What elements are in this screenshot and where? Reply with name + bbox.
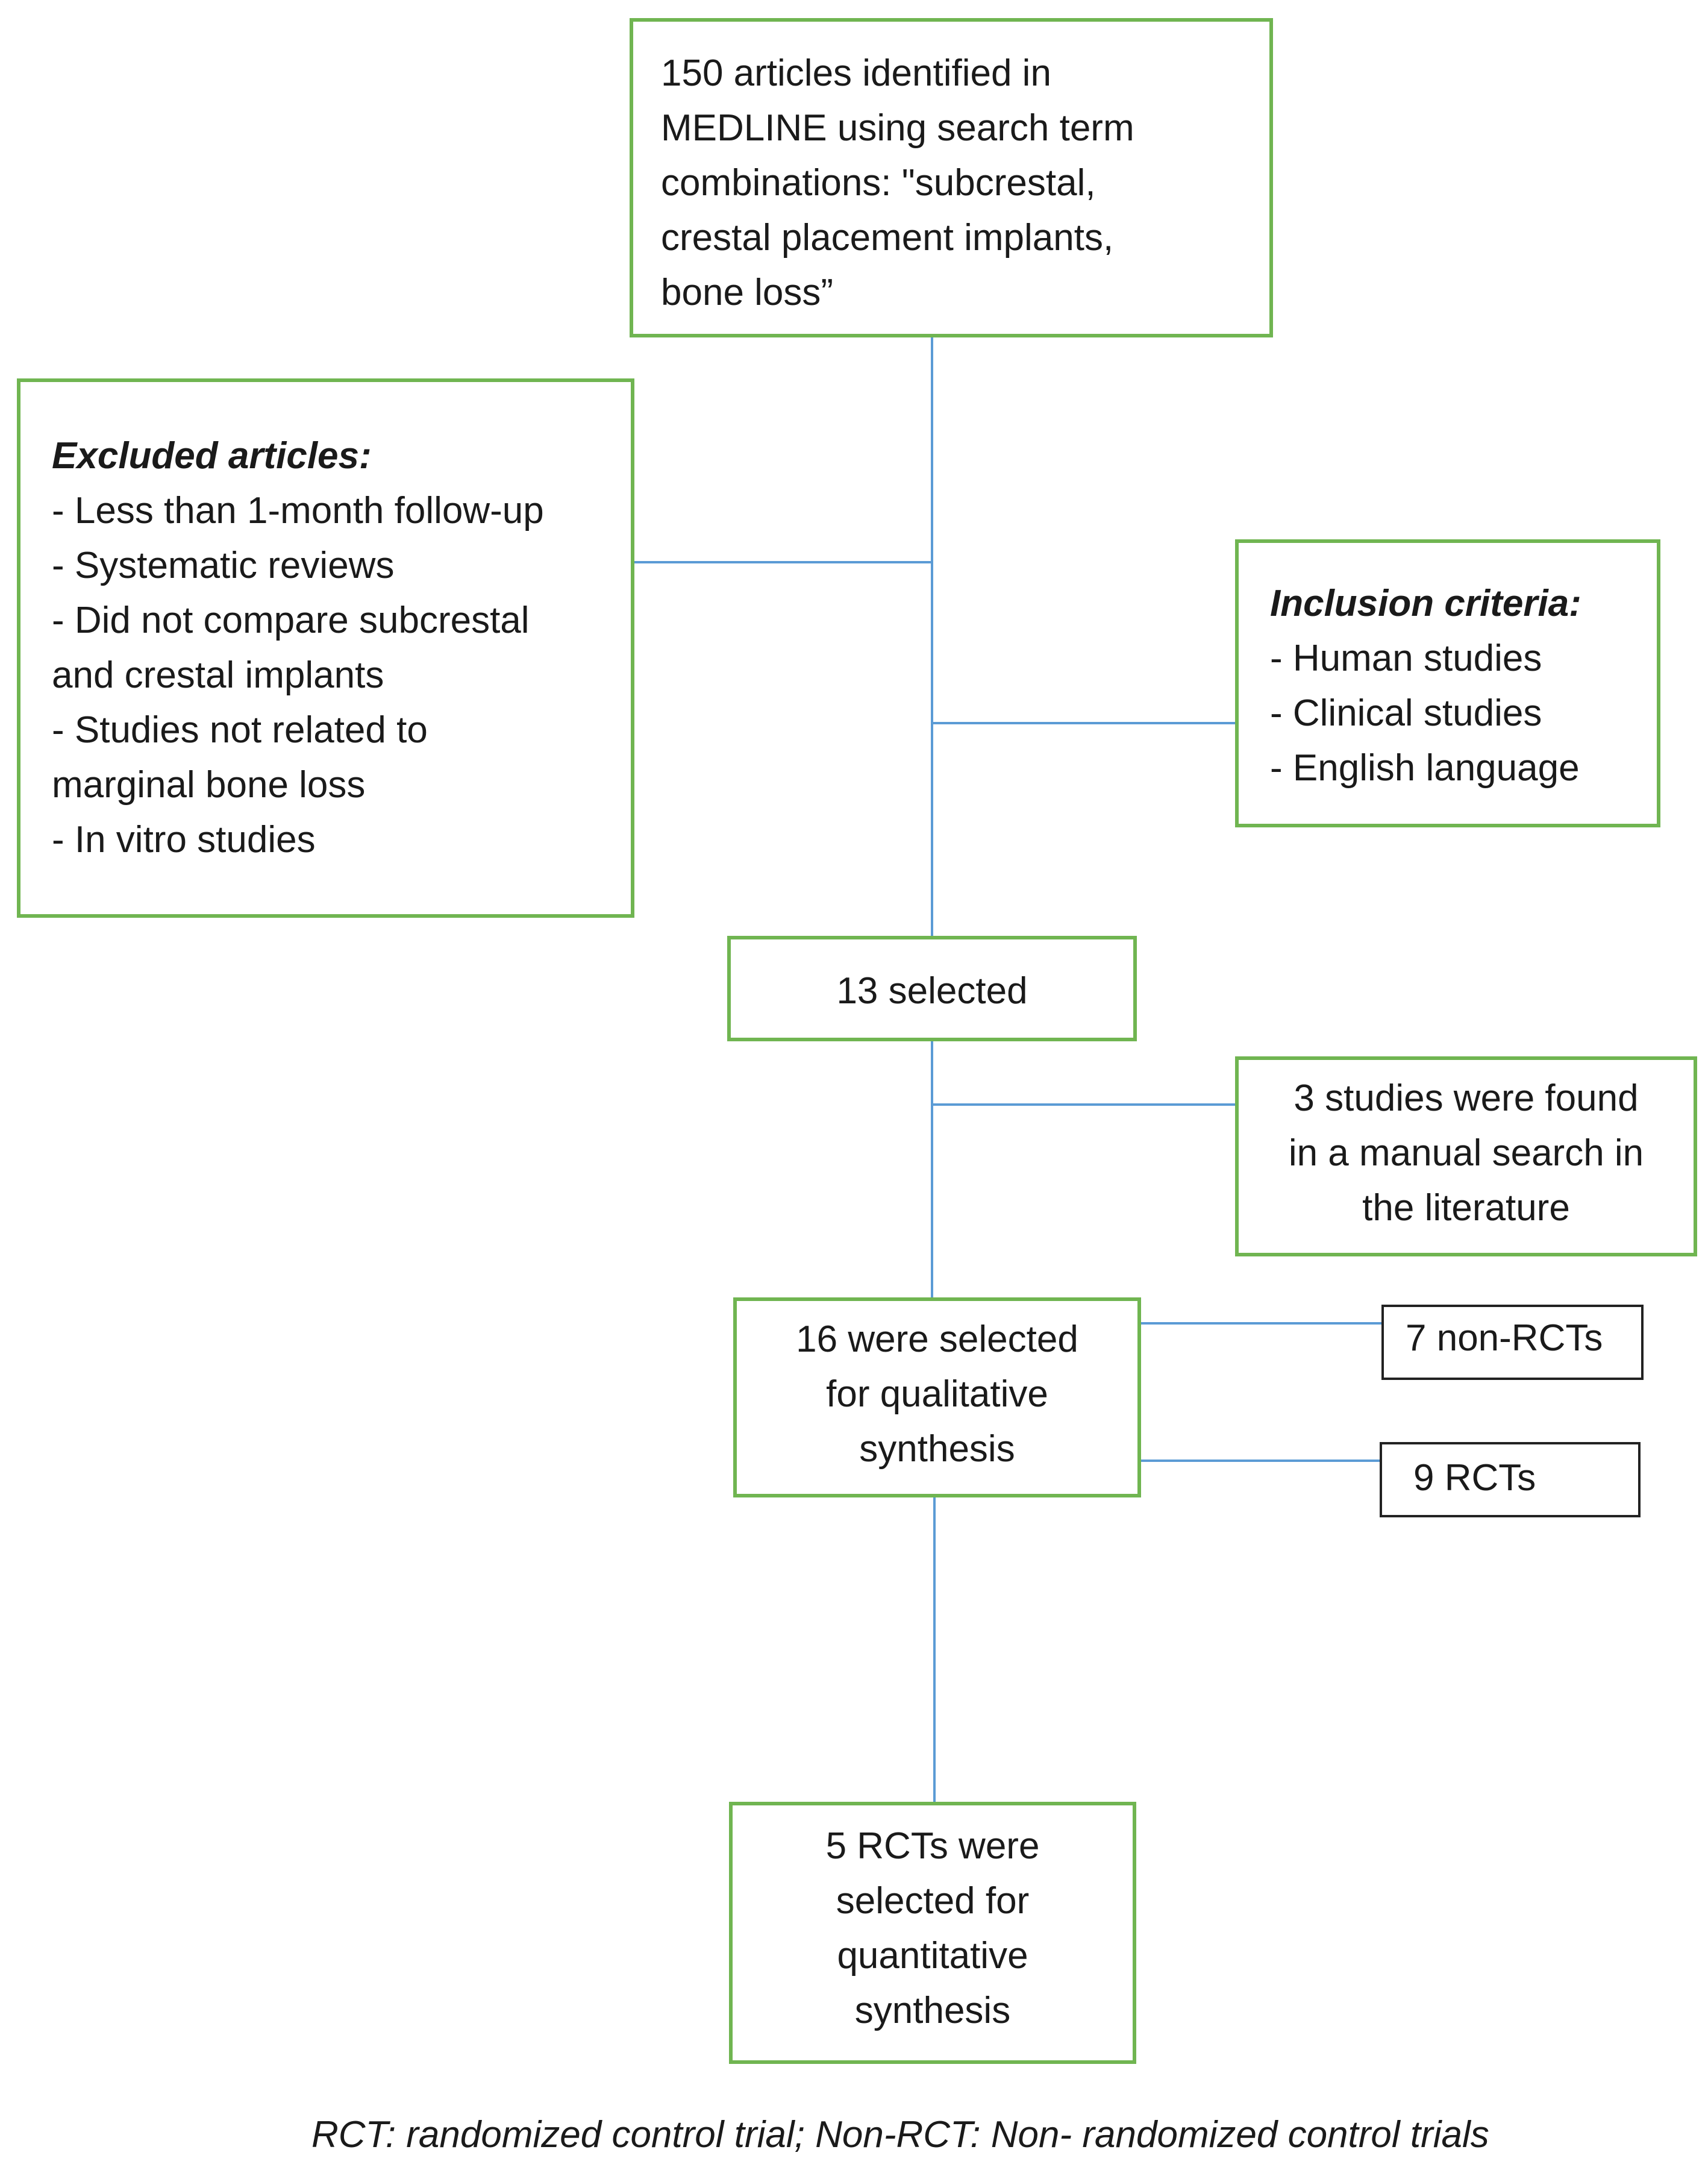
inclusion-line: - Human studies — [1270, 638, 1542, 679]
footnote: RCT: randomized control trial; Non-RCT: … — [311, 2114, 1489, 2156]
excluded-line: and crestal implants — [52, 654, 384, 696]
quantitative-line: synthesis — [854, 1990, 1011, 2031]
inclusion-criteria-box: Inclusion criteria: - Human studies - Cl… — [1235, 539, 1660, 827]
inclusion-heading: Inclusion criteria: — [1270, 583, 1581, 624]
qualitative-line: synthesis — [859, 1428, 1015, 1470]
identification-line: combinations: "subcrestal, — [661, 162, 1096, 204]
rct-label: 9 RCTs — [1413, 1457, 1536, 1499]
qualitative-line: for qualitative — [826, 1373, 1048, 1415]
non-rct-box: 7 non-RCTs — [1381, 1305, 1644, 1380]
identification-box: 150 articles identified in MEDLINE using… — [630, 18, 1273, 337]
identification-line: crestal placement implants, — [661, 217, 1114, 259]
excluded-articles-box: Excluded articles: - Less than 1-month f… — [17, 378, 634, 918]
rct-box: 9 RCTs — [1380, 1442, 1641, 1517]
qualitative-line: 16 were selected — [796, 1318, 1078, 1360]
quantitative-line: quantitative — [837, 1935, 1028, 1977]
selected-label: 13 selected — [836, 970, 1028, 1012]
manual-search-line: the literature — [1362, 1187, 1570, 1229]
quantitative-synthesis-box: 5 RCTs were selected for quantitative sy… — [729, 1802, 1136, 2064]
quantitative-line: selected for — [836, 1880, 1030, 1922]
quantitative-line: 5 RCTs were — [825, 1825, 1040, 1867]
qualitative-synthesis-box: 16 were selected for qualitative synthes… — [733, 1297, 1141, 1497]
excluded-line: - Studies not related to — [52, 709, 428, 751]
manual-search-line: in a manual search in — [1288, 1132, 1644, 1174]
excluded-line: - Did not compare subcrestal — [52, 600, 530, 641]
non-rct-label: 7 non-RCTs — [1406, 1317, 1603, 1359]
excluded-line: - Systematic reviews — [52, 545, 395, 586]
inclusion-line: - English language — [1270, 747, 1580, 789]
identification-line: bone loss” — [661, 272, 834, 313]
identification-line: MEDLINE using search term — [661, 107, 1134, 149]
selected-box: 13 selected — [727, 936, 1137, 1041]
manual-search-box: 3 studies were found in a manual search … — [1235, 1056, 1697, 1256]
excluded-heading: Excluded articles: — [52, 435, 372, 477]
identification-line: 150 articles identified in — [661, 52, 1051, 94]
manual-search-line: 3 studies were found — [1294, 1077, 1639, 1119]
excluded-line: - In vitro studies — [52, 819, 316, 861]
inclusion-line: - Clinical studies — [1270, 692, 1542, 734]
excluded-line: marginal bone loss — [52, 764, 366, 806]
excluded-line: - Less than 1-month follow-up — [52, 490, 544, 531]
